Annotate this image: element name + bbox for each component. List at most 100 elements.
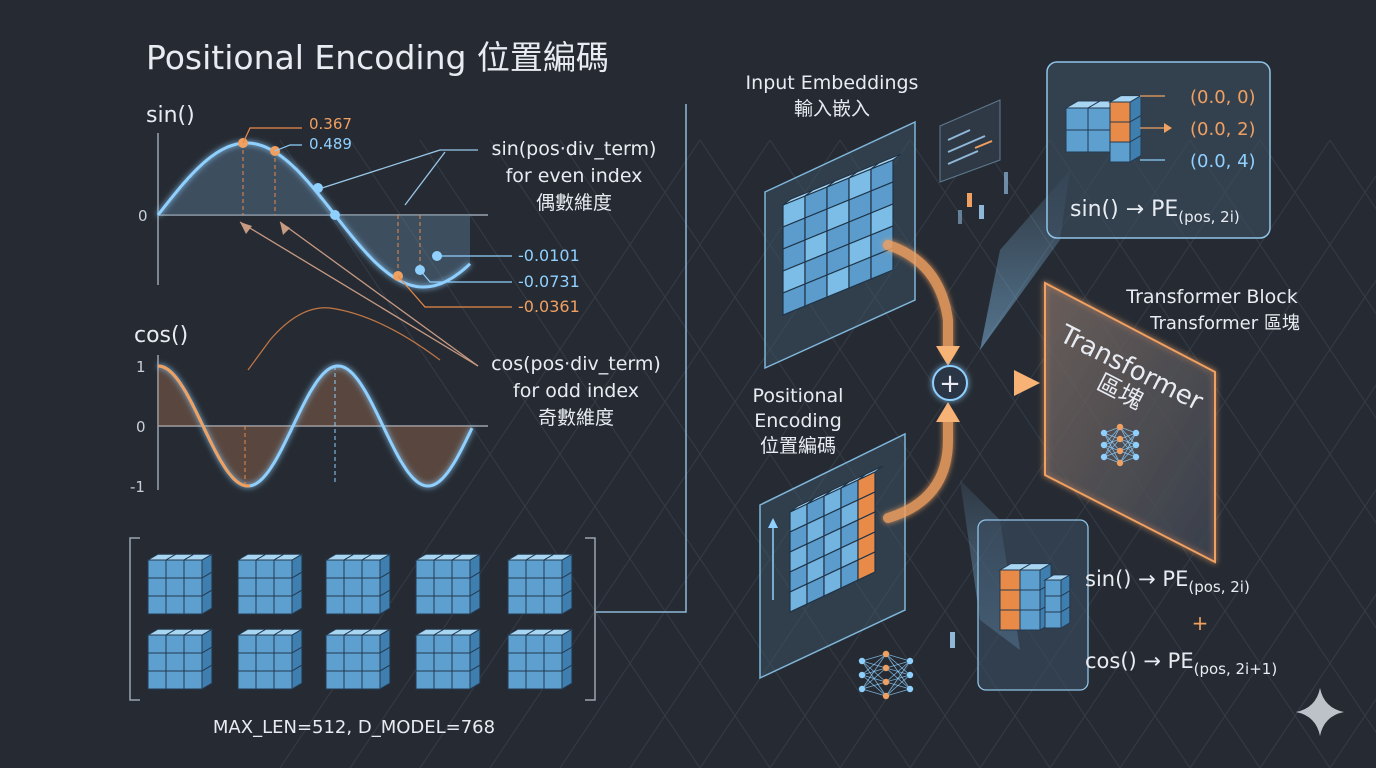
cos-plot-label: cos() [134,323,188,348]
cube-front [273,577,293,597]
inset-cubes [998,562,1072,631]
cube-front [273,652,293,672]
matrix-bracket-right [585,537,596,701]
cube-front [415,559,435,579]
inset-formula: cos() → PE(pos, 2i+1) [1085,649,1277,678]
cube-stack [236,628,304,690]
cube-front [507,670,527,690]
cube-front [147,559,167,579]
embedding-grid [782,153,902,316]
cube-front [507,577,527,597]
cube-front [165,559,185,579]
cube-front [433,670,453,690]
sin-annotation-line: sin(pos·div_term) [492,138,657,160]
cos-annotation: cos(pos·div_term) for odd index 奇數維度 [239,221,661,429]
small-bar [1004,172,1008,194]
cube-front [325,595,345,615]
cube-front [325,634,345,654]
sin-area [158,143,470,287]
cube-front [999,609,1021,631]
grid-line [1119,139,1376,524]
cube-front [543,559,563,579]
cube-front [1109,121,1131,143]
nn-edge [861,688,887,697]
cube-front [433,634,453,654]
annotation-pointer [404,151,446,206]
code-card-icon [939,99,1008,648]
nn-edge [861,667,887,690]
cube-front [433,652,453,672]
sin-marker [330,210,340,220]
cube-front [361,559,381,579]
cube-front [507,634,527,654]
nn-node [1132,441,1140,449]
cube-front [451,634,471,654]
cube-front [343,595,363,615]
cube-stack [324,628,392,690]
positional-encoding-label: 位置編碼 [760,435,836,457]
nn-edge [885,688,911,697]
cube-front [1109,101,1131,123]
cube-front [183,634,203,654]
cube-stack [506,628,574,690]
cube-front [543,670,563,690]
cube-front [525,559,545,579]
adder-node: + [932,365,968,401]
sin-zero-label: 0 [138,207,148,225]
transformer-block-heading: Transformer 區塊 [1149,313,1300,334]
inset-value: (0.0, 2) [1190,119,1256,140]
transformer-block-heading: Transformer Block [1125,286,1297,308]
nn-edge [861,653,887,676]
cube-front [165,652,185,672]
cube-front [183,595,203,615]
bottom-inset: sin() → PE(pos, 2i) + cos() → PE(pos, 2i… [977,519,1277,691]
transformer-panel [1044,281,1216,564]
inset-cubes [1064,94,1143,163]
cube-front [543,652,563,672]
cube-front [415,577,435,597]
nn-node [1116,459,1124,467]
nn-node [858,671,866,679]
cube-front [255,559,275,579]
cube-front [361,634,381,654]
cube-front [507,652,527,672]
nn-node [1116,447,1124,455]
nn-node [1100,441,1108,449]
cube-front [543,595,563,615]
grid-line [1189,488,1376,768]
cube-front [415,595,435,615]
cube-front [415,652,435,672]
cube-front [415,670,435,690]
nn-edge [1103,438,1121,458]
cube-front [343,670,363,690]
cube-front [343,577,363,597]
code-line [947,150,979,165]
cube-front [1087,129,1111,153]
cube-front [237,652,257,672]
cube-front [451,577,471,597]
neural-network-icon [1100,423,1140,467]
annotation-pointer [279,221,479,367]
cube-stack [146,553,214,615]
cube-front [1087,107,1111,131]
sin-callout-value: 0.489 [309,135,352,153]
formula-sub: (pos, 2i+1) [1194,660,1278,678]
small-bar [950,632,955,648]
grid-line [1189,139,1376,420]
cube-front [433,595,453,615]
cube-front [451,670,471,690]
cube-front [343,634,363,654]
matrix-connector [596,104,687,613]
cube-front [525,670,545,690]
nn-edge [885,660,911,683]
cube-stack [324,553,392,615]
nn-node [882,678,890,686]
cos-curve-orange-segment [157,364,251,488]
formula-sub: (pos, 2i) [1178,208,1239,226]
cube-front [255,652,275,672]
arrowhead [1014,370,1040,396]
cube-front [361,577,381,597]
cube-front [1019,589,1041,611]
grid-top [870,153,902,170]
cube-front [543,634,563,654]
